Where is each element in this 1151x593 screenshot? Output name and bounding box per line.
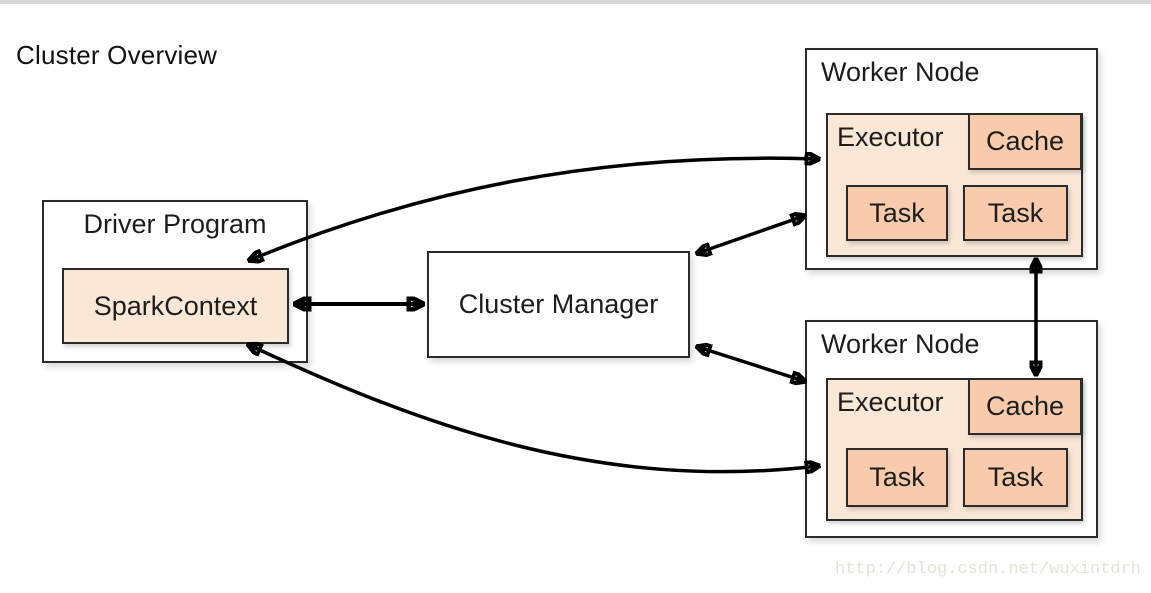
worker-bottom-task-box-2: Task xyxy=(963,448,1068,507)
arrow-sparkcontext-worker-bottom xyxy=(249,345,818,472)
arrow-clustermanager-worker-bottom xyxy=(698,347,804,381)
worker-top-cache-box: Cache xyxy=(968,113,1082,170)
watermark: http://blog.csdn.net/wuxintdrh xyxy=(834,560,1141,579)
spark-context-box: SparkContext xyxy=(62,268,289,344)
worker-top-task-box-1: Task xyxy=(846,185,948,241)
worker-bottom-cache-label: Cache xyxy=(985,391,1065,421)
worker-bottom-cache-box: Cache xyxy=(968,378,1082,435)
window-top-edge xyxy=(0,0,1151,4)
worker-bottom-task-label-2: Task xyxy=(987,462,1044,492)
cluster-manager-box: Cluster Manager xyxy=(427,251,690,358)
worker-bottom-task-box-1: Task xyxy=(846,448,948,507)
worker-top-task-box-2: Task xyxy=(963,185,1068,241)
worker-top-task-label-2: Task xyxy=(987,197,1044,228)
arrow-clustermanager-worker-top xyxy=(698,216,804,253)
spark-context-label: SparkContext xyxy=(93,290,258,321)
arrow-sparkcontext-worker-top xyxy=(250,158,818,260)
worker-bottom-executor-label: Executor xyxy=(837,387,944,417)
worker-node-bottom-label: Worker Node xyxy=(821,329,980,359)
diagram-title: Cluster Overview xyxy=(16,40,218,70)
worker-bottom-task-label-1: Task xyxy=(869,462,925,492)
cluster-manager-label: Cluster Manager xyxy=(458,288,659,319)
worker-top-task-label-1: Task xyxy=(869,197,925,228)
worker-top-cache-label: Cache xyxy=(985,126,1065,156)
driver-program-label: Driver Program xyxy=(83,209,267,239)
worker-top-executor-label: Executor xyxy=(837,122,944,152)
worker-node-top-label: Worker Node xyxy=(821,57,980,87)
